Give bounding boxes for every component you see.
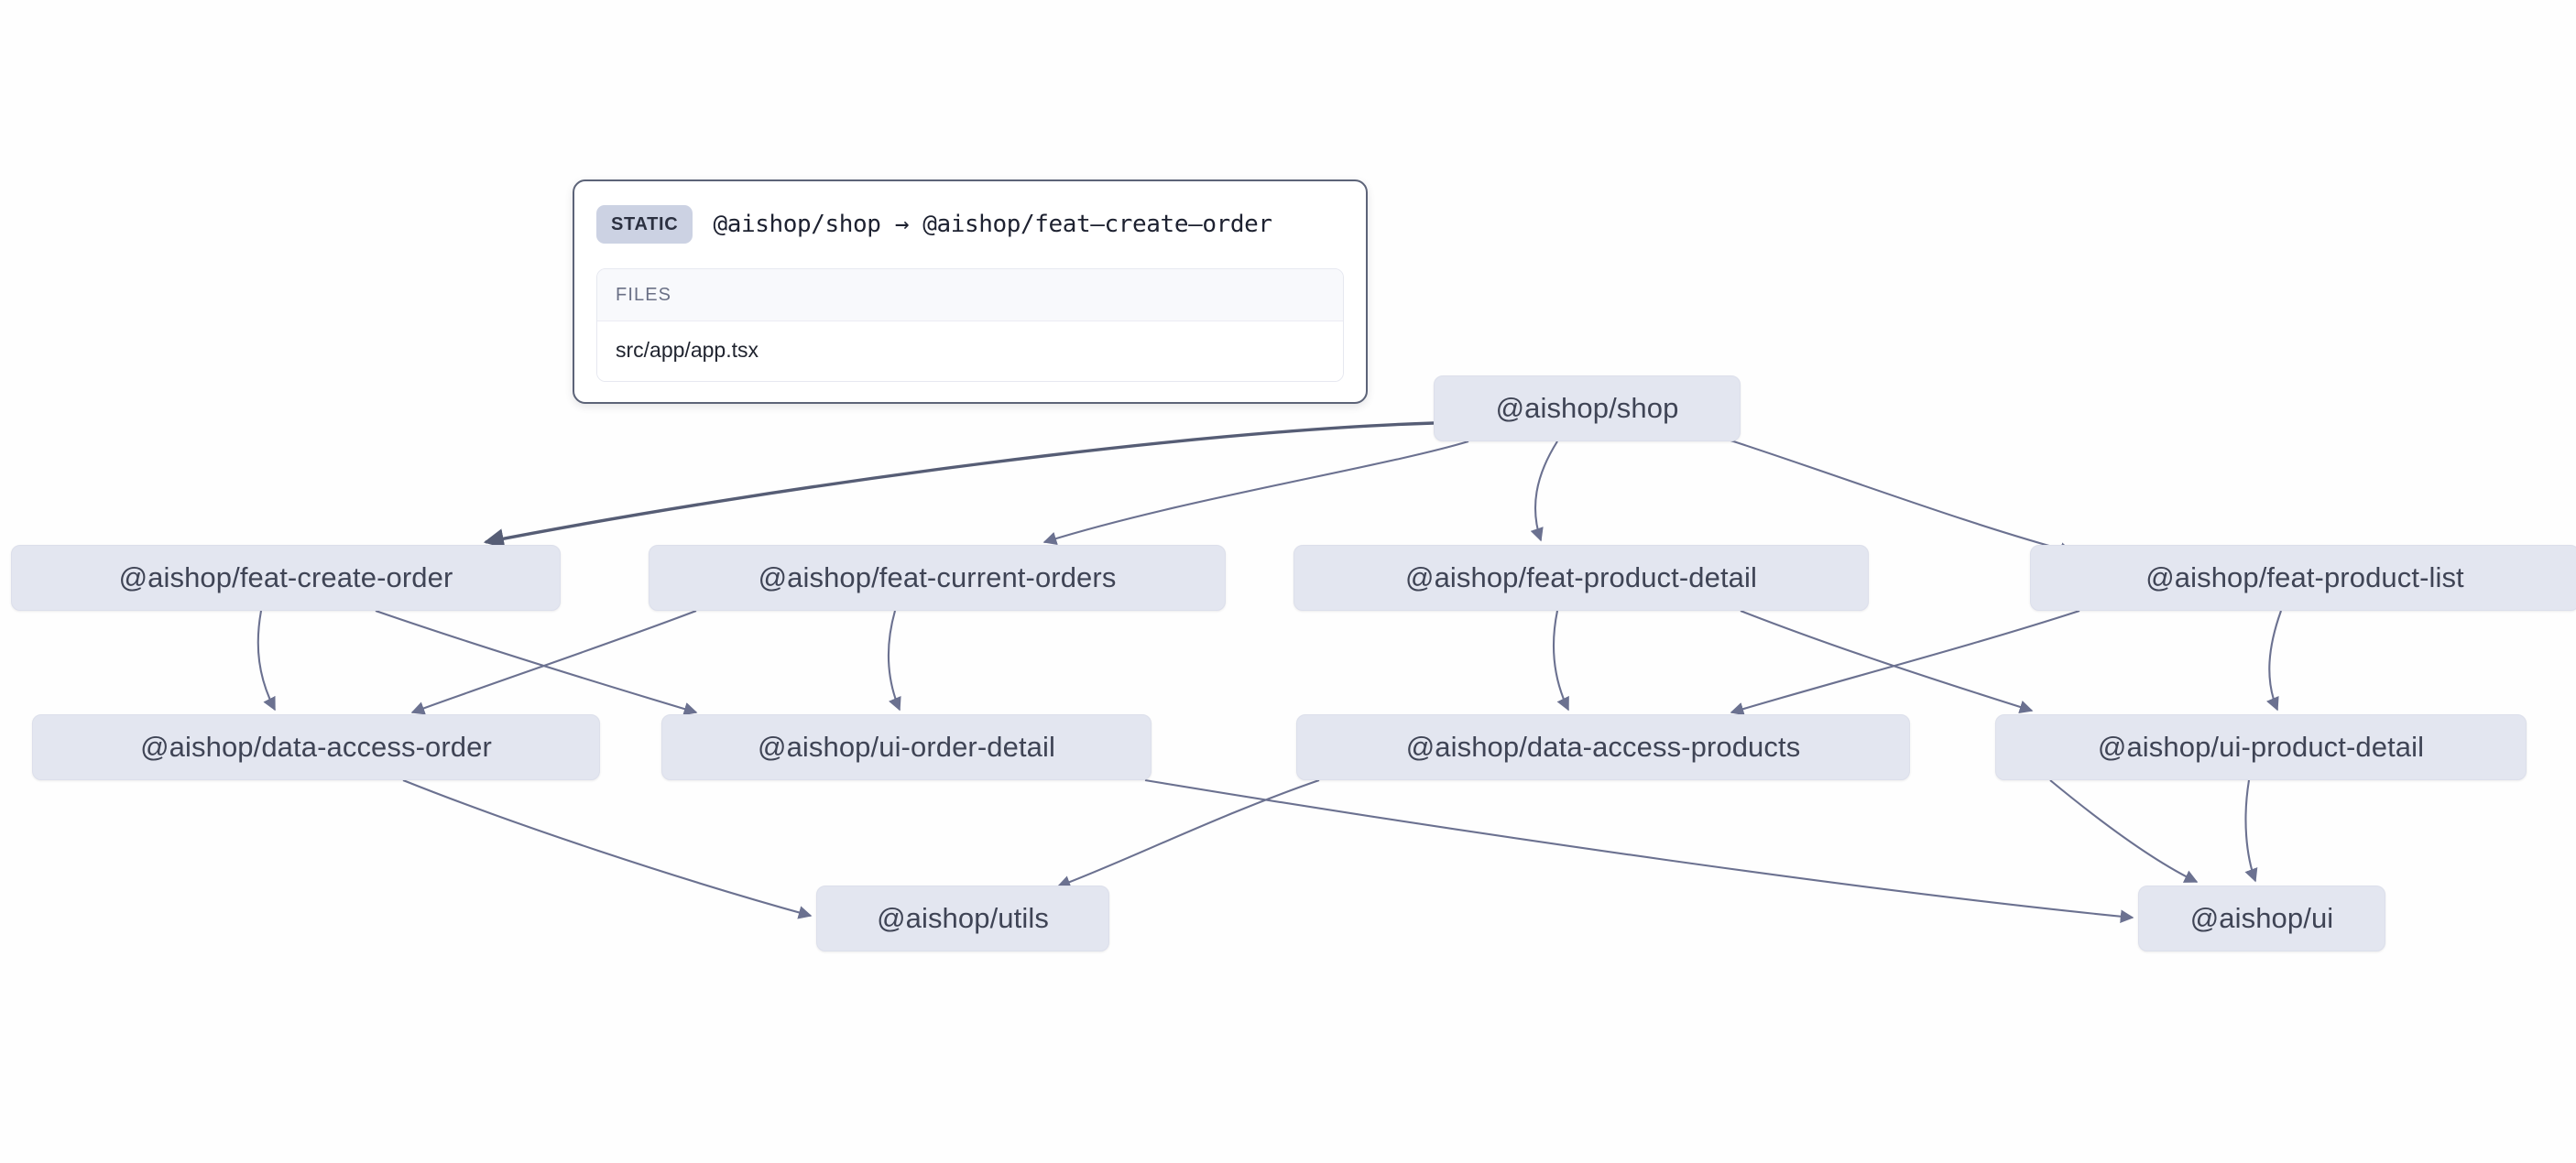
- file-list-item[interactable]: src/app/app.tsx: [597, 321, 1343, 381]
- edge-ui-product-detail-to-ui: [2244, 779, 2258, 883]
- graph-node-shop[interactable]: @aishop/shop: [1434, 375, 1741, 441]
- edge-feat-current-orders-to-data-access-order: [410, 610, 697, 715]
- graph-node-feat-create-order[interactable]: @aishop/feat-create-order: [11, 545, 561, 611]
- tooltip-header: STATIC @aishop/shop → @aishop/feat–creat…: [596, 201, 1344, 249]
- graph-node-feat-current-orders[interactable]: @aishop/feat-current-orders: [649, 545, 1226, 611]
- files-section-header: FILES: [597, 269, 1343, 321]
- graph-node-ui-product-detail[interactable]: @aishop/ui-product-detail: [1995, 714, 2527, 780]
- graph-node-utils[interactable]: @aishop/utils: [816, 886, 1109, 951]
- edge-shop-to-feat-create-order: [483, 421, 1435, 549]
- edge-feat-create-order-to-data-access-order: [257, 610, 276, 712]
- edge-tooltip-card[interactable]: STATIC @aishop/shop → @aishop/feat–creat…: [573, 179, 1368, 404]
- edge-ui-product-detail-left-to-ui: [2049, 779, 2199, 883]
- edge-feat-product-detail-to-data-access-products: [1552, 610, 1569, 712]
- edge-shop-to-feat-product-detail: [1530, 440, 1558, 542]
- edge-data-access-order-to-utils: [402, 779, 813, 919]
- dependency-title: @aishop/shop → @aishop/feat–create–order: [713, 211, 1272, 238]
- edge-shop-to-feat-current-orders: [1042, 440, 1469, 546]
- edge-feat-create-order-to-ui-order-detail: [375, 610, 698, 716]
- edge-ui-order-detail-to-ui: [1144, 778, 2134, 924]
- graph-node-feat-product-list[interactable]: @aishop/feat-product-list: [2030, 545, 2576, 611]
- edge-feat-product-list-to-ui-product-detail: [2266, 610, 2282, 712]
- graph-node-data-access-products[interactable]: @aishop/data-access-products: [1296, 714, 1910, 780]
- edge-feat-current-orders-to-ui-order-detail: [887, 610, 901, 712]
- files-panel: FILES src/app/app.tsx: [596, 268, 1344, 382]
- edge-shop-to-feat-product-list: [1721, 437, 2074, 556]
- edge-data-access-products-to-utils: [1056, 779, 1320, 889]
- graph-node-data-access-order[interactable]: @aishop/data-access-order: [32, 714, 600, 780]
- dependency-type-badge: STATIC: [596, 205, 693, 244]
- edge-feat-product-detail-to-ui-product-detail: [1740, 610, 2034, 714]
- graph-node-ui[interactable]: @aishop/ui: [2138, 886, 2385, 951]
- graph-node-ui-order-detail[interactable]: @aishop/ui-order-detail: [661, 714, 1152, 780]
- edge-feat-product-list-to-data-access-products: [1730, 610, 2080, 716]
- graph-node-feat-product-detail[interactable]: @aishop/feat-product-detail: [1293, 545, 1869, 611]
